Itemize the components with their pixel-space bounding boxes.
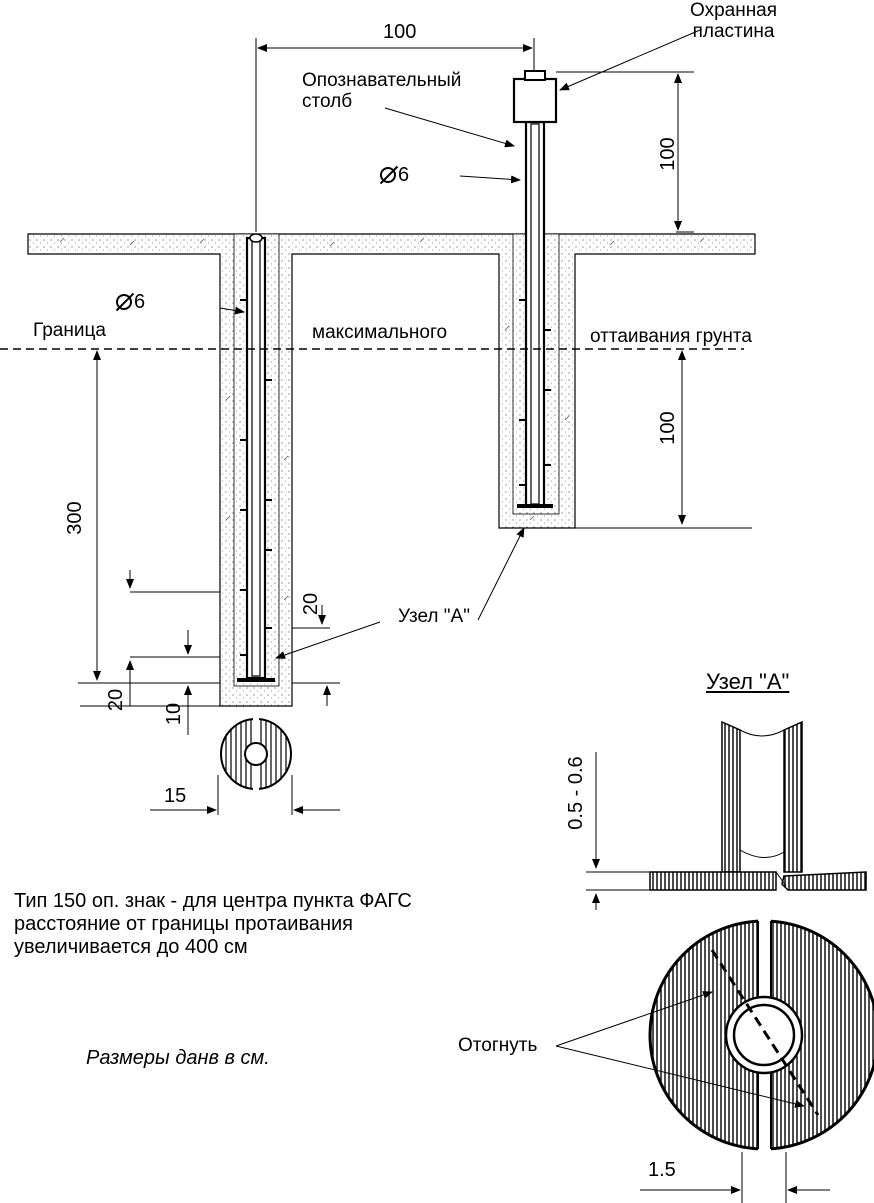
bottom-10-dim-label: 10 [163, 702, 185, 726]
leader-lines [219, 29, 701, 659]
node-a-pipe [721, 720, 803, 873]
plate-thickness-dim-label: 0.5 - 0.6 [565, 756, 587, 830]
right-upper-dimension [556, 71, 694, 233]
depth-dimension [78, 350, 220, 684]
bend-leaders [555, 991, 805, 1108]
right-post-pipe-inner [530, 123, 540, 505]
node-a-title: Узел "А" [706, 669, 790, 694]
node-a-disk-plan [648, 918, 874, 1153]
left-pipe-studs [240, 299, 272, 656]
upper-diameter-value: 6 [398, 164, 410, 186]
right-lower-dim-label: 100 [657, 411, 679, 445]
node-a-plate-section [649, 871, 867, 891]
boundary-label: Граница [33, 320, 106, 341]
bottom-20-dim-label: 20 [105, 688, 127, 712]
right-post-studs [519, 299, 551, 486]
type-note: Тип 150 оп. знак - для центра пункта ФАГ… [14, 890, 412, 958]
plate-thickness-dimension [586, 752, 650, 910]
right-anchor-plate [517, 504, 553, 508]
slot-width-dim-label: 1.5 [648, 1159, 676, 1181]
ground-hatch-ticks [59, 237, 705, 601]
top-span-dimension [255, 38, 535, 232]
right-upper-dim-label: 100 [657, 137, 679, 171]
anchor-disk-plan [220, 718, 292, 790]
protective-plate [512, 77, 558, 124]
right-lower-dimension [572, 350, 752, 529]
anchor-gap-dim-label: 20 [300, 592, 322, 616]
identification-post-label: Опознавательный столб [302, 70, 462, 112]
bottom-witness-lines [80, 570, 340, 735]
top-span-dim-label: 100 [383, 21, 417, 43]
width-dimension [150, 775, 340, 815]
left-marker-pipe-inner [251, 239, 261, 677]
node-a-reference-label: Узел "А" [398, 606, 470, 627]
ground-surface-band [27, 233, 756, 707]
slot-width-dimension [640, 1152, 830, 1203]
diameter-icon [380, 167, 396, 183]
left-pipe-cap [249, 233, 263, 243]
lower-diameter-label: 6 [116, 292, 145, 312]
left-anchor-plate [237, 678, 275, 682]
thaw-ground-label: оттаивания грунта [590, 326, 752, 347]
width-dim-label: 15 [164, 785, 187, 807]
upper-diameter-label: 6 [380, 165, 409, 185]
bend-label: Отогнуть [458, 1035, 538, 1056]
diameter-icon [116, 294, 132, 310]
depth-dim-label: 300 [64, 501, 86, 535]
lower-diameter-value: 6 [134, 291, 146, 313]
maximum-label: максимального [312, 322, 448, 343]
units-note: Размеры данв в см. [86, 1047, 270, 1069]
protective-plate-label: Охранная пластина [690, 0, 778, 42]
protective-plate-cap [524, 70, 546, 81]
